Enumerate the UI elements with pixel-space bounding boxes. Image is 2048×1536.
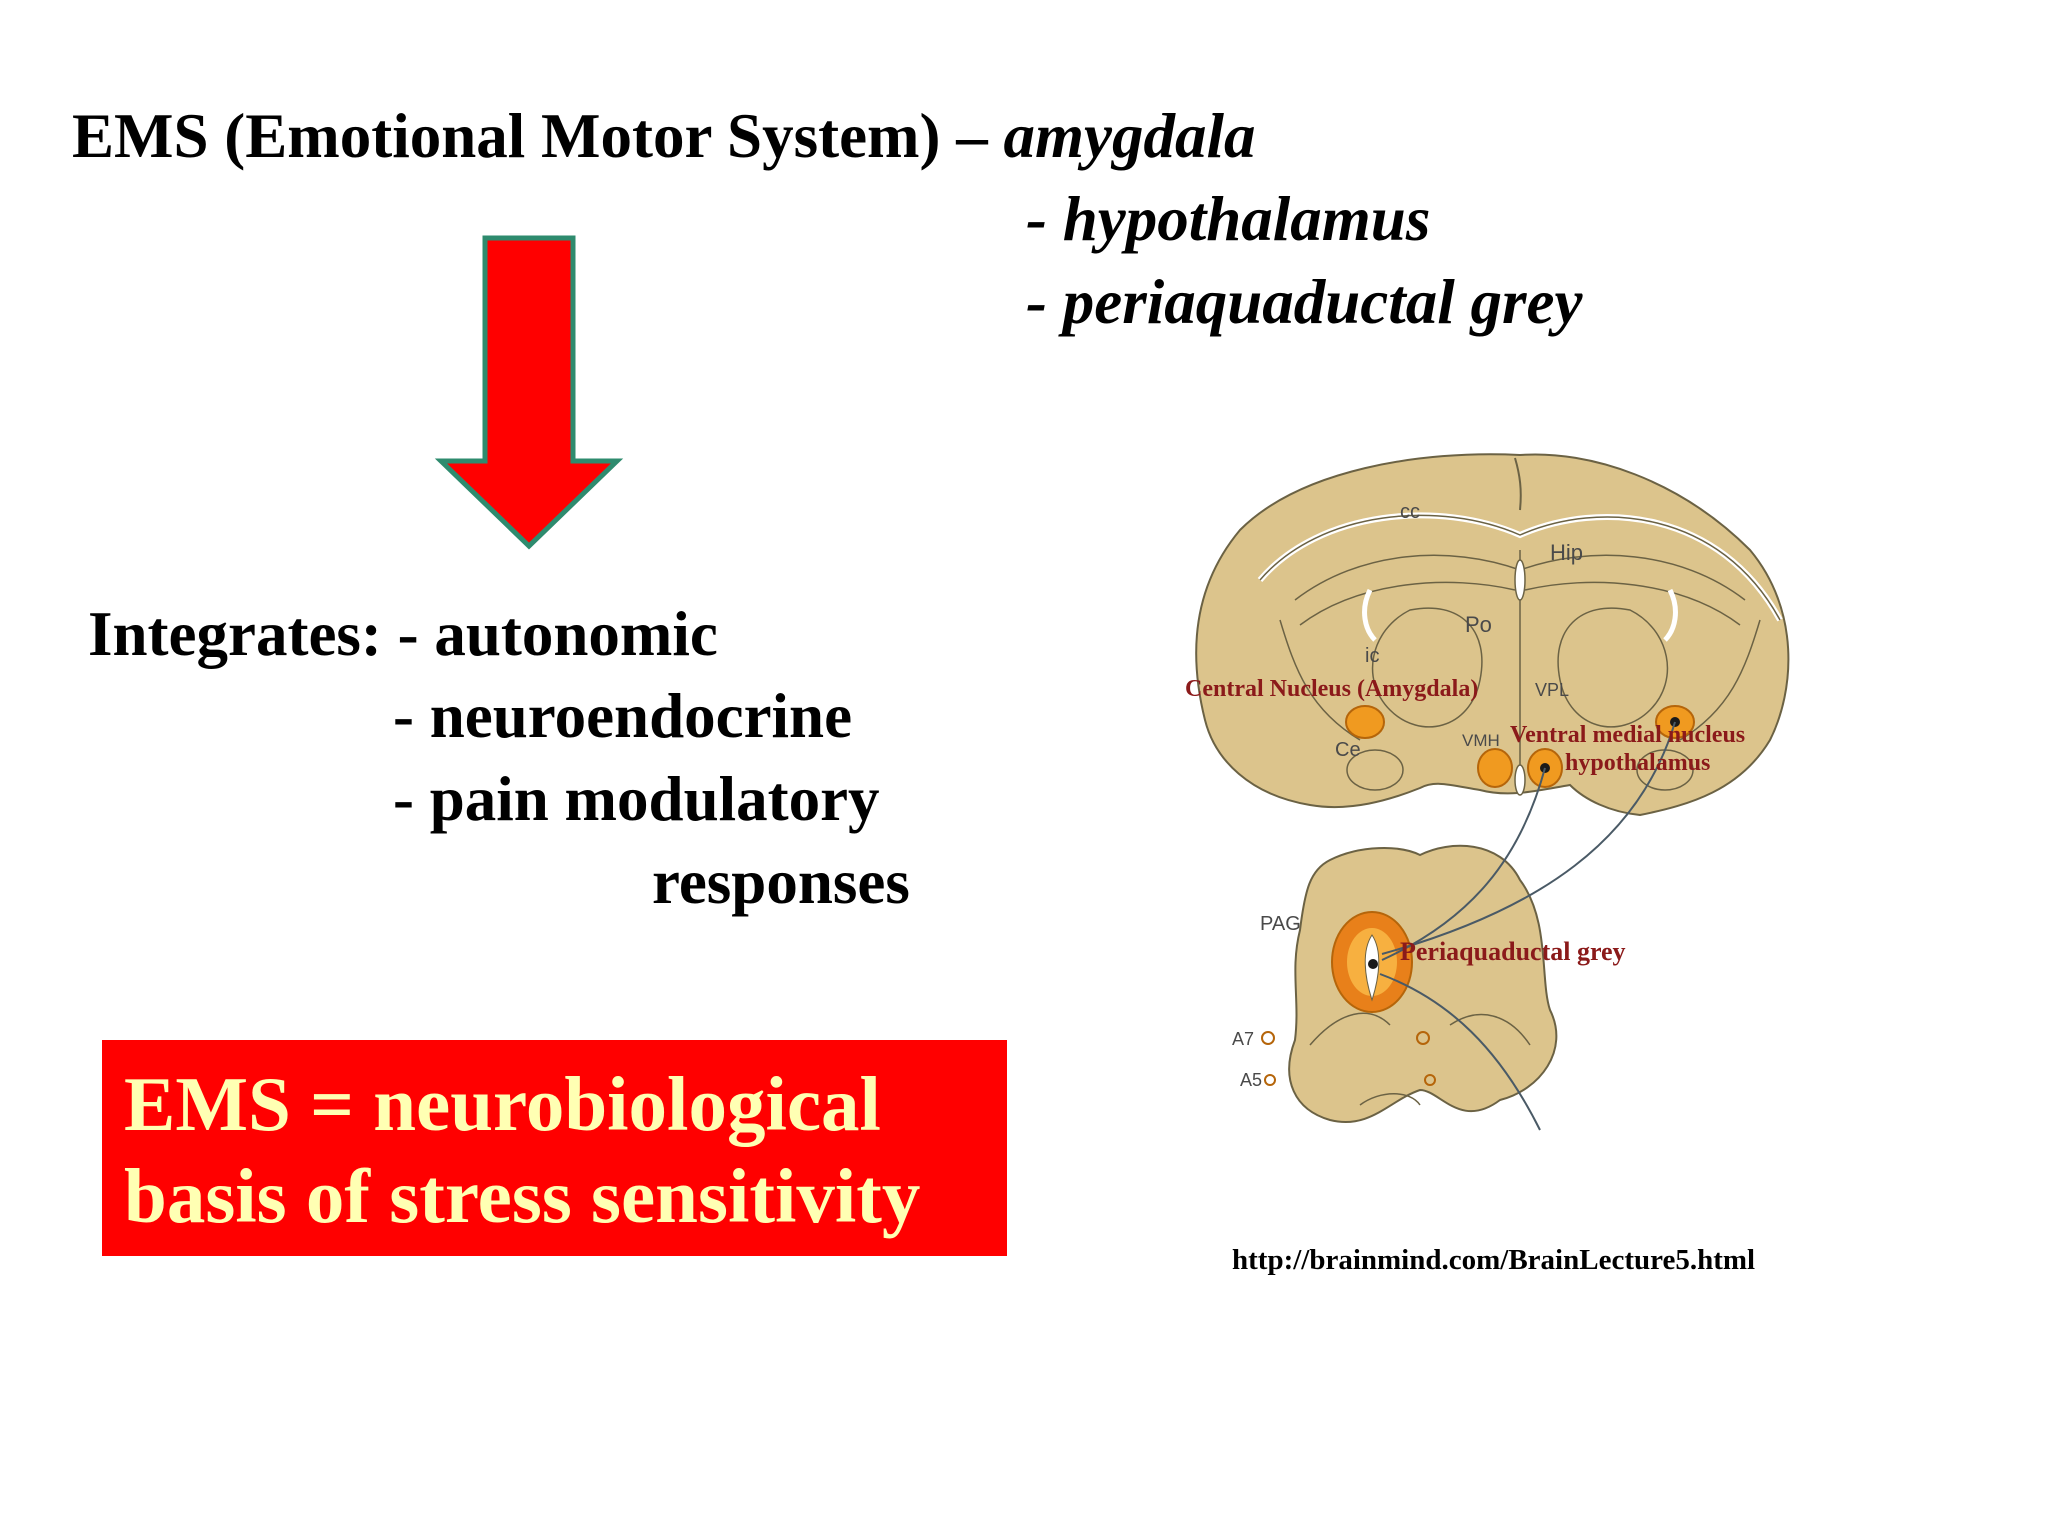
- structure-hypothalamus: - hypothalamus: [1026, 184, 1431, 254]
- brainstem-section: [1288, 844, 1558, 1123]
- annotation-vmh-2: hypothalamus: [1565, 750, 1710, 776]
- structure-pag: - periaquaductal grey: [1026, 267, 1583, 337]
- label-cc: cc: [1400, 501, 1420, 523]
- label-po: Po: [1465, 612, 1492, 637]
- label-vpl: VPL: [1535, 680, 1569, 700]
- amygdala-nucleus-left: [1345, 705, 1385, 739]
- callout-line-1: EMS = neurobiological: [124, 1061, 881, 1147]
- forebrain-section: [1195, 453, 1790, 817]
- label-vmh: VMH: [1462, 731, 1500, 750]
- annotation-pag: Periaquaductal grey: [1400, 937, 1626, 966]
- brain-diagram: cc Hip Po ic VPL Ce VMH PAG A7 A5 Centra…: [1185, 453, 1790, 1131]
- label-pag: PAG: [1260, 913, 1301, 935]
- annotation-amygdala: Central Nucleus (Amygdala): [1185, 676, 1478, 702]
- slide-title: EMS (Emotional Motor System) – amygdala: [72, 100, 1255, 173]
- title-text: EMS (Emotional Motor System) –: [72, 101, 1004, 171]
- label-ic: ic: [1365, 645, 1379, 667]
- callout-line-2: basis of stress sensitivity: [124, 1153, 921, 1239]
- label-a5: A5: [1240, 1070, 1262, 1090]
- integrates-line-1: Integrates: - autonomic: [88, 599, 718, 669]
- source-url: http://brainmind.com/BrainLecture5.html: [1232, 1244, 1756, 1276]
- label-ce: Ce: [1335, 739, 1361, 761]
- integrates-line-3: - pain modulatory: [393, 764, 880, 834]
- integrates-line-2: - neuroendocrine: [393, 681, 853, 751]
- annotation-vmh-1: Ventral medial nucleus: [1510, 722, 1745, 748]
- down-arrow-icon: [434, 235, 624, 550]
- structure-amygdala: amygdala: [1003, 101, 1256, 171]
- label-a7: A7: [1232, 1029, 1254, 1049]
- callout-box: EMS = neurobiological basis of stress se…: [102, 1040, 1007, 1256]
- label-hip: Hip: [1550, 540, 1583, 565]
- vmh-nucleus-left: [1477, 748, 1513, 788]
- integrates-line-4: responses: [652, 847, 910, 917]
